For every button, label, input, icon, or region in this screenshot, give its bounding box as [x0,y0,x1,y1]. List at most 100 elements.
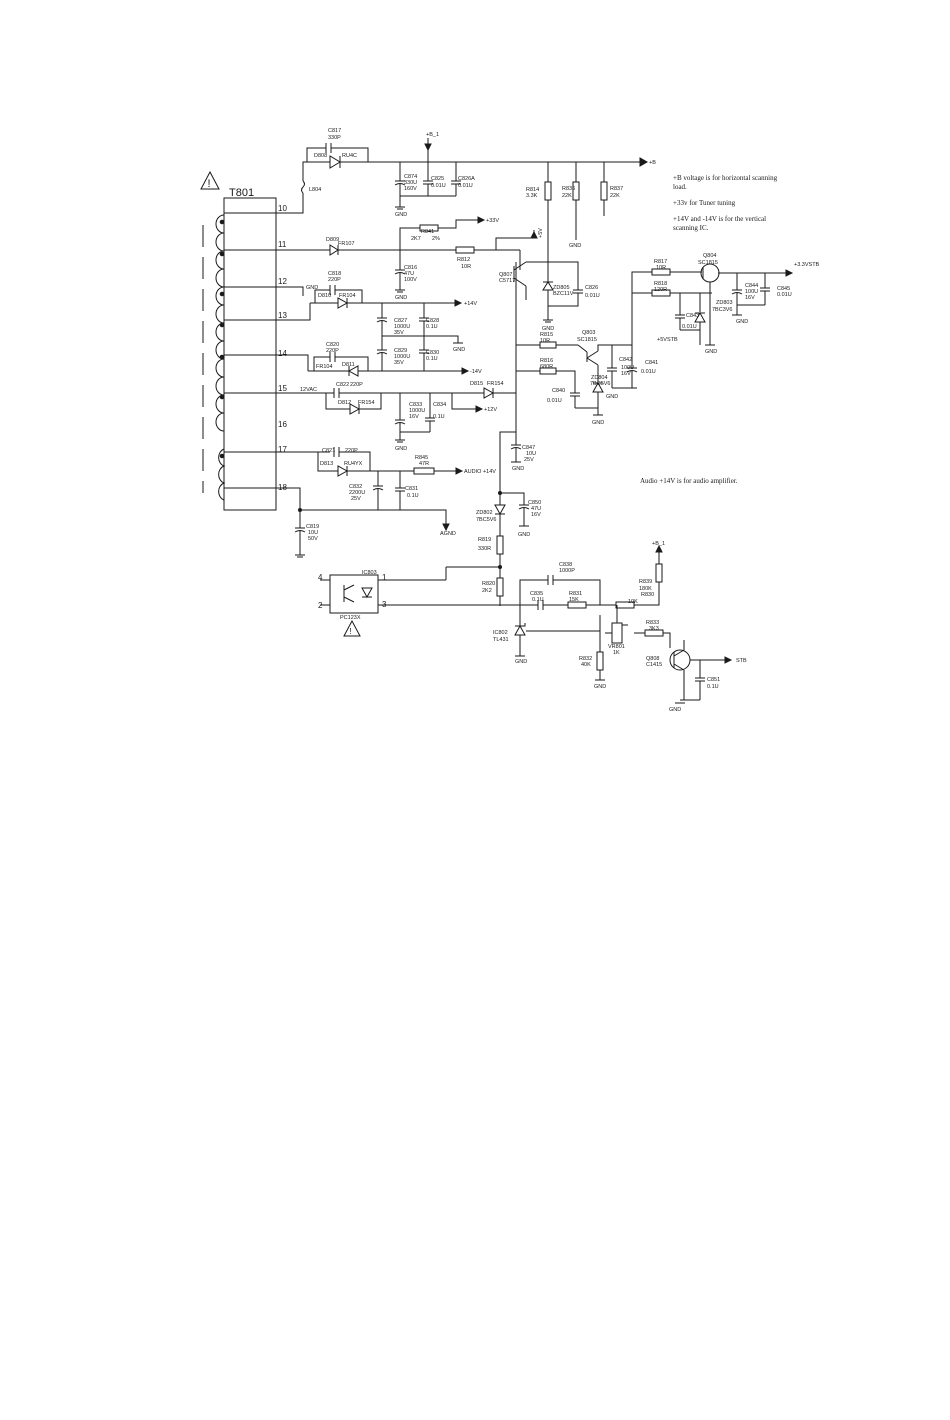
d815-val: FR154 [487,381,504,387]
r841-val1: 2K7 [411,236,421,242]
r830-val: 10K [628,599,638,605]
c822-ref: C822 [336,382,349,388]
r816-val: 680R [540,364,553,370]
c821-val: 220P [345,448,358,454]
c816-ref: C816 [404,265,417,271]
m14-branch [224,336,470,377]
gnd-label: GND [453,347,465,353]
vr801-val: 1K [613,650,620,656]
d809-val: FR107 [338,241,355,247]
q807-regulator [513,250,583,323]
gnd-label: GND [512,466,524,472]
c825-ref: C825 [431,176,444,182]
q804-ref: Q804 [703,253,716,259]
c819-val1: 10U [308,530,318,536]
r814-val: 3.3K [526,193,538,199]
q808-ref: Q808 [646,656,659,662]
c851-ref: C851 [707,677,720,683]
transformer-label: T801 [229,187,254,199]
ic802-val: TL431 [493,637,509,643]
b-plus-1-label: +B_1 [426,132,439,138]
v12ac-label: 12VAC [300,387,317,393]
gnd-label: GND [395,446,407,452]
warning-icon: ! [200,170,220,190]
p12-label: +12V [484,407,497,413]
c828-ref: C828 [426,318,439,324]
c844-val2: 16V [745,295,755,301]
ic803-val: PC123X [340,615,361,621]
r832-ref: R832 [579,656,592,662]
zd804-ref: ZD804 [591,375,608,381]
d810-ref: D810 [318,293,331,299]
r818-ref: R818 [654,281,667,287]
note-vert-line1: +14V and -14V is for the vertical [673,215,766,223]
c835-ref: C835 [530,591,543,597]
pin-10: 10 [278,204,287,213]
c841-ref: C841 [645,360,658,366]
r830-ref: R830 [641,592,654,598]
c830-ref: C830 [426,350,439,356]
d815-ref: D815 [470,381,483,387]
gnd-label: GND [606,394,618,400]
r845-ref: R845 [415,455,428,461]
c842-val1: 100U [621,365,634,371]
pin-14: 14 [278,349,287,358]
r841-ref: R841 [421,229,434,235]
ic803-ref: IC803 [362,570,377,576]
d808-val: RU4C [342,153,357,159]
audio14-label: AUDIO +14V [464,469,496,475]
ic802-ref: IC802 [493,630,508,636]
gnd-label: GND [518,532,530,538]
p12-branch [224,262,517,443]
c833-val1: 1000U [409,408,425,414]
transformer-windings [215,214,226,501]
c827-val2: 35V [394,330,404,336]
p14-label: +14V [464,301,477,307]
c818-ref: C818 [328,271,341,277]
gnd-label: GND [569,243,581,249]
zd805-ref: ZD805 [553,285,570,291]
r841-val2: 2% [432,236,440,242]
gnd-label: GND [592,420,604,426]
c847-branch [494,393,530,606]
r832-val: 40K [581,662,591,668]
c847-ref: C847 [522,445,535,451]
q807-val: C5717 [499,278,515,284]
c850-val2: 16V [531,512,541,518]
stb-5v-section [516,341,638,416]
d808-ref: D808 [314,153,327,159]
r831-val: 15K [569,597,579,603]
d811-ref: D811 [342,362,355,368]
c825-val: 0.01U [431,183,446,189]
d812-ref: D812 [338,400,351,406]
optocoupler-ic803 [320,566,500,614]
warning-icon: ! [343,619,361,637]
pin-12: 12 [278,277,287,286]
p14-branch [224,285,463,344]
m14-label: -14V [470,369,482,375]
b-plus-2-label: +B_1 [652,541,665,547]
l804-ref: L804 [309,187,321,193]
r831-ref: R831 [569,591,582,597]
c847-val2: 25V [524,457,534,463]
pin-13: 13 [278,311,287,320]
ic803-pin4: 4 [318,573,323,582]
note-b-line2: load. [673,183,687,191]
c874-val1: 330U [404,180,417,186]
c829-val2: 35V [394,360,404,366]
gnd-label: GND [705,349,717,355]
q804-val: SC1815 [698,260,718,266]
c851-val: 0.1U [707,684,719,690]
c828-val: 0.1U [426,324,438,330]
gnd-label: GND [669,707,681,713]
c840-val: 0.01U [547,398,562,404]
feedback-network [500,544,733,704]
r817-val: 10R [656,265,666,271]
agnd-label: AGND [440,531,456,537]
c835-val: 0.1U [532,597,544,603]
c826-val: 0.01U [585,293,600,299]
c842-val2: 16V [621,371,631,377]
pin-11: 11 [278,240,287,249]
q807-ref: Q807 [499,272,512,278]
r833-ref: R833 [646,620,659,626]
